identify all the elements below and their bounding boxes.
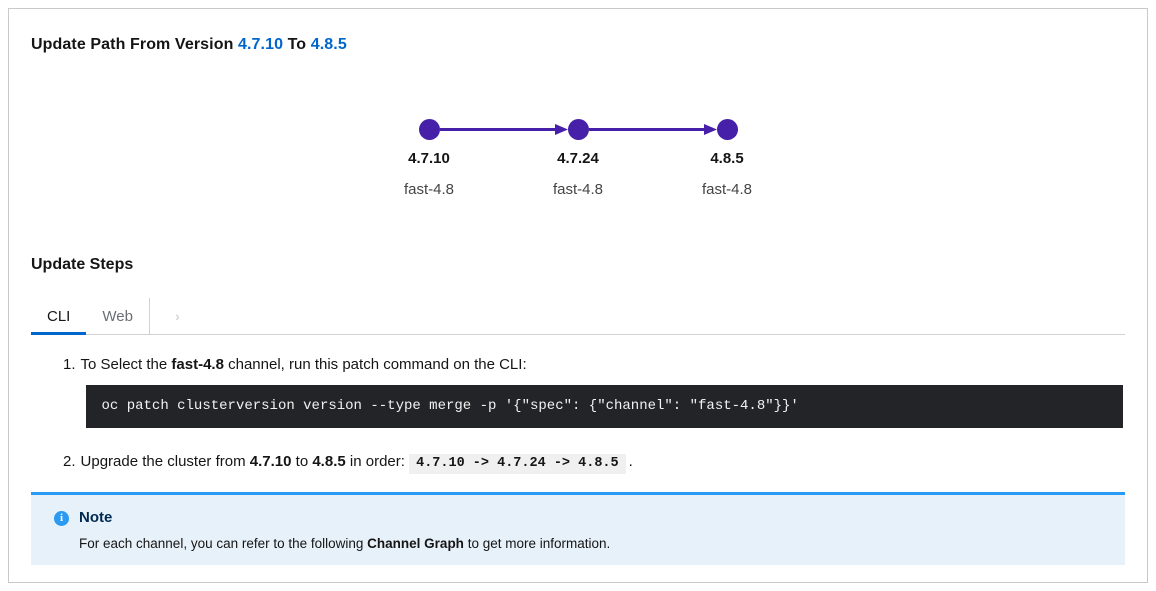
step-1-channel-name: fast-4.8 — [171, 356, 224, 373]
to-version-value: 4.8.5 — [310, 36, 347, 53]
node-channel-label: fast-4.8 — [701, 181, 753, 198]
step-2-text-mid: to — [291, 453, 313, 470]
upgrade-order-inline-code: 4.7.10 -> 4.7.24 -> 4.8.5 — [409, 454, 626, 474]
instruction-step-2: 2. Upgrade the cluster from 4.7.10 to 4.… — [63, 452, 1125, 474]
instruction-list: 1. To Select the fast-4.8 channel, run t… — [63, 355, 1125, 474]
note-title: Note — [79, 509, 113, 526]
from-version-value: 4.7.10 — [237, 36, 284, 53]
page-title-connector: To — [283, 36, 311, 53]
note-alert: i Note For each channel, you can refer t… — [31, 492, 1125, 565]
node-version-label: 4.8.5 — [710, 150, 744, 167]
node-version-labels: 4.7.10 4.7.24 4.8.5 — [355, 148, 802, 168]
update-path-graph-canvas — [418, 119, 738, 140]
instruction-step-1: 1. To Select the fast-4.8 channel, run t… — [63, 355, 1125, 440]
page-title-prefix: Update Path From Version — [31, 36, 238, 53]
step-1-text-post: channel, run this patch command on the C… — [223, 356, 527, 373]
update-path-card: Update Path From Version 4.7.10 To 4.8.5… — [8, 8, 1148, 583]
step-number: 1. — [63, 356, 76, 373]
step-2-to-version: 4.8.5 — [312, 453, 346, 470]
version-node[interactable] — [418, 119, 440, 140]
step-2-text: Upgrade the cluster from 4.7.10 to 4.8.5… — [81, 452, 1125, 474]
version-node[interactable] — [716, 119, 738, 140]
update-steps-heading: Update Steps — [31, 256, 134, 273]
note-body-pre: For each channel, you can refer to the f… — [79, 536, 368, 551]
update-path-graph: 4.7.10 4.7.24 4.8.5 fast-4.8 fast-4.8 fa… — [355, 111, 802, 199]
tab-cli[interactable]: CLI — [31, 298, 87, 335]
note-body: For each channel, you can refer to the f… — [79, 535, 1109, 552]
node-channel-labels: fast-4.8 fast-4.8 fast-4.8 — [355, 168, 802, 199]
step-2-text-order: in order: — [345, 453, 410, 470]
node-version-label: 4.7.10 — [408, 150, 450, 167]
step-2-text-pre: Upgrade the cluster from — [80, 453, 250, 470]
tab-web[interactable]: Web — [86, 298, 149, 334]
node-version-label: 4.7.24 — [557, 150, 599, 167]
step-number: 2. — [63, 453, 76, 470]
tabs-scroll-right-button[interactable]: › — [148, 298, 205, 334]
steps-tabs: CLI Web › — [31, 298, 1125, 335]
step-2-text-end: . — [628, 453, 633, 470]
info-icon: i — [54, 510, 69, 526]
step-1-text-pre: To Select the — [80, 356, 172, 373]
step-1-text: To Select the fast-4.8 channel, run this… — [81, 355, 1125, 375]
channel-graph-label: Channel Graph — [367, 536, 464, 551]
note-body-post: to get more information. — [463, 536, 611, 551]
chevron-right-icon: › — [175, 308, 180, 324]
node-channel-label: fast-4.8 — [403, 181, 455, 198]
node-channel-label: fast-4.8 — [552, 181, 604, 198]
version-node[interactable] — [567, 119, 589, 140]
step-2-from-version: 4.7.10 — [249, 453, 292, 470]
page-title: Update Path From Version 4.7.10 To 4.8.5 — [31, 35, 1125, 55]
note-header: i Note — [54, 509, 1109, 527]
patch-command-code-block: oc patch clusterversion version --type m… — [85, 385, 1123, 428]
